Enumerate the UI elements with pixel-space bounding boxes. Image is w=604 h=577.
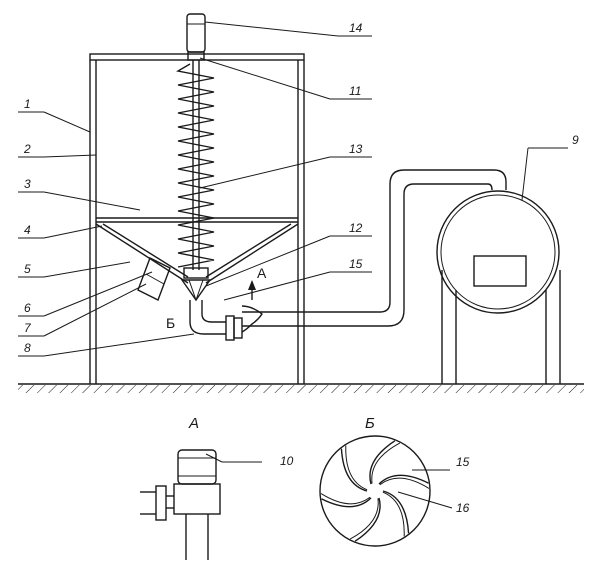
detail-view-b: Б 15 16 <box>319 415 470 547</box>
callout-12: 12 <box>349 221 363 235</box>
view-title-a: А <box>188 415 199 432</box>
hopper-frame <box>89 53 305 384</box>
section-mark-a: А <box>248 265 267 300</box>
callout-5: 5 <box>24 262 31 276</box>
callout-7: 7 <box>24 321 32 335</box>
section-label-a: А <box>257 265 267 281</box>
leader-lines <box>18 21 568 357</box>
view-title-b: Б <box>365 415 375 432</box>
fan <box>436 190 561 384</box>
swirl-blade <box>321 497 372 508</box>
swirl-blade-edge <box>345 445 368 491</box>
swirl-blade <box>378 474 429 485</box>
callout-6: 6 <box>24 301 31 315</box>
callout-16: 16 <box>456 501 470 515</box>
callout-14: 14 <box>349 21 363 35</box>
callout-8: 8 <box>24 341 31 355</box>
callout-4: 4 <box>24 223 31 237</box>
callout-1: 1 <box>24 97 31 111</box>
distributor-cone <box>180 267 212 302</box>
top-motor <box>186 13 206 61</box>
swirl-blade <box>340 448 368 492</box>
hopper-cone <box>95 217 299 284</box>
swirl-blade-edge <box>379 477 430 489</box>
callout-13: 13 <box>349 142 363 156</box>
swirl-blade-edge <box>382 491 405 537</box>
callout-10: 10 <box>280 454 294 468</box>
detail-view-a: А 10 <box>140 415 294 560</box>
callout-11: 11 <box>349 84 361 98</box>
callout-15-detail: 15 <box>456 455 470 469</box>
swirl-blade-edge <box>371 442 401 484</box>
air-duct <box>241 169 507 333</box>
section-label-b: Б <box>166 315 175 331</box>
swirl-blade-edge <box>349 498 379 540</box>
callout-9: 9 <box>572 133 579 147</box>
screw-auger <box>176 60 215 270</box>
swirl-blade <box>354 497 381 542</box>
swirl-blade <box>382 490 410 534</box>
callout-3: 3 <box>24 177 31 191</box>
swirl-blade-edge <box>320 493 371 505</box>
ground <box>18 383 584 393</box>
callout-15: 15 <box>349 257 363 271</box>
inspection-hatch <box>137 257 171 301</box>
outlet-pipe <box>189 300 243 341</box>
callout-2: 2 <box>23 142 31 156</box>
swirl-blade <box>369 440 396 485</box>
